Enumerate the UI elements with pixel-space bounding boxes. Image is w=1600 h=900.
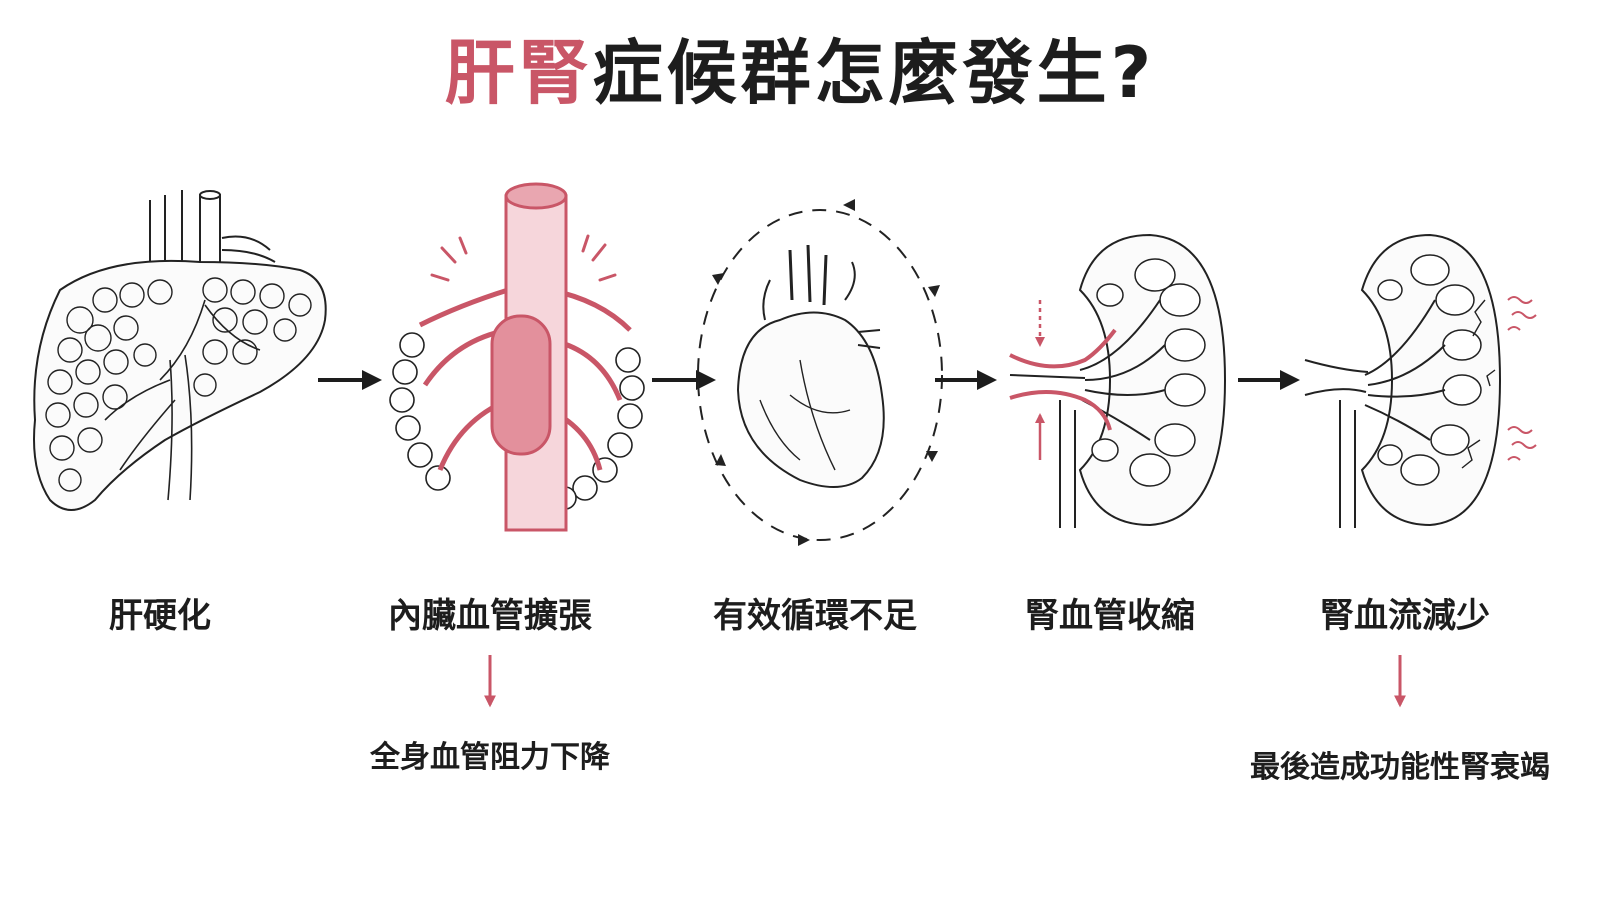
- step-label-1: 肝硬化: [60, 588, 260, 637]
- step-sublabel-2: 全身血管阻力下降: [360, 732, 620, 776]
- step-sublabel-5: 最後造成功能性腎衰竭: [1235, 742, 1565, 786]
- step-label-5: 腎血流減少: [1305, 588, 1505, 637]
- heart-circulation-icon: [698, 199, 942, 546]
- step-label-4: 腎血管收縮: [1010, 588, 1210, 637]
- step-label-3: 有效循環不足: [695, 588, 935, 637]
- kidney-vasoconstriction-icon: [1010, 235, 1225, 528]
- cirrhotic-liver-icon: [34, 190, 326, 510]
- dilated-splanchnic-vessel-icon: [390, 184, 644, 530]
- damaged-kidney-icon: [1305, 235, 1536, 528]
- step-label-2: 內臟血管擴張: [370, 588, 610, 637]
